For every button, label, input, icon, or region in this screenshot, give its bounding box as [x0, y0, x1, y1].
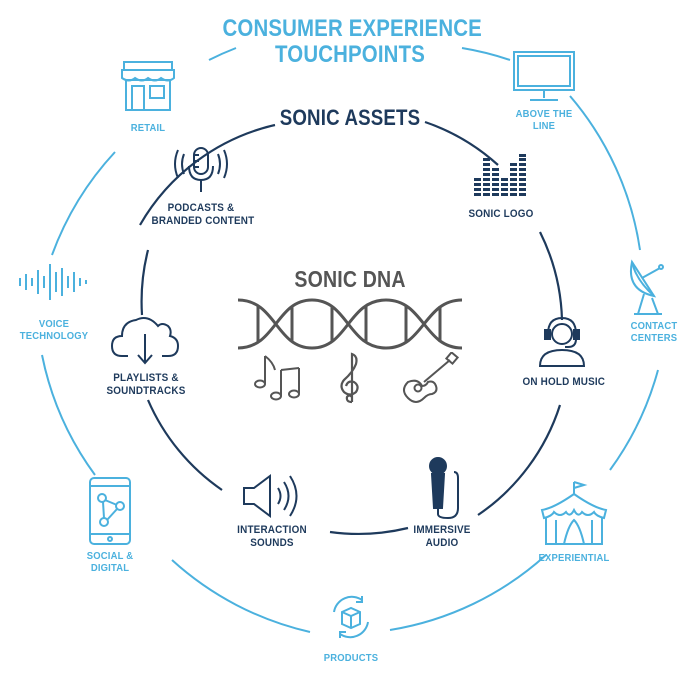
interaction-sounds-line-1: INTERACTION	[237, 524, 307, 536]
guitar-icon	[403, 352, 460, 403]
satellite-dish-icon	[630, 259, 664, 315]
podcasts-line-1: PODCASTS &	[167, 202, 235, 214]
immersive-audio-line-2: AUDIO	[425, 536, 459, 549]
inner-title: SONIC ASSETS	[279, 105, 421, 130]
outer-title-line-1: CONSUMER EXPERIENCE	[222, 15, 482, 42]
asset-interaction-sounds: INTERACTION SOUNDS	[227, 524, 317, 549]
touchpoint-contact-centers: CONTACT CENTERS	[616, 320, 692, 344]
playlists-line-2: SOUNDTRACKS	[106, 384, 186, 397]
above-the-line-line-1: ABOVE THE	[515, 108, 573, 120]
social-digital-line-2: DIGITAL	[90, 562, 130, 574]
cloud-download-icon	[110, 317, 180, 365]
touchpoint-social-digital: SOCIAL & DIGITAL	[72, 550, 148, 574]
equalizer-bars-icon	[474, 154, 526, 196]
monitor-icon	[513, 51, 575, 101]
sound-wave-icon	[19, 264, 87, 300]
touchpoint-voice-technology: VOICE TECHNOLOGY	[16, 318, 92, 342]
immersive-audio-line-1: IMMERSIVE	[413, 524, 471, 536]
asset-sonic-logo: SONIC LOGO	[468, 208, 534, 220]
smartphone-network-icon	[89, 477, 131, 545]
outer-title: CONSUMER EXPERIENCE TOUCHPOINTS	[222, 15, 482, 68]
touchpoint-experiential: EXPERIENTIAL	[538, 552, 610, 564]
asset-playlists: PLAYLISTS & SOUNDTRACKS	[101, 372, 191, 397]
voice-technology-line-2: TECHNOLOGY	[19, 330, 89, 342]
dna-helix-icon	[237, 298, 463, 350]
playlists-line-1: PLAYLISTS &	[113, 372, 179, 384]
outer-ring-arc	[208, 47, 237, 61]
podcasts-line-2: BRANDED CONTENT	[151, 214, 255, 227]
circus-tent-icon	[540, 481, 608, 545]
outer-title-line-2: TOUCHPOINTS	[275, 41, 425, 68]
touchpoint-products: PRODUCTS	[323, 652, 379, 664]
treble-clef-icon	[340, 352, 359, 404]
contact-centers-line-2: CENTERS	[630, 332, 678, 344]
social-digital-line-1: SOCIAL &	[86, 550, 134, 562]
above-the-line-line-2: LINE	[532, 120, 556, 132]
music-notes-icon	[254, 355, 300, 401]
touchpoint-retail: RETAIL	[130, 122, 166, 134]
handheld-mic-icon	[429, 457, 459, 520]
touchpoint-above-the-line: ABOVE THE LINE	[508, 108, 580, 132]
asset-on-hold-music: ON HOLD MUSIC	[522, 376, 606, 388]
microphone-icon	[174, 147, 228, 192]
headset-agent-icon	[538, 316, 586, 367]
contact-centers-line-1: CONTACT	[630, 320, 678, 332]
asset-immersive-audio: IMMERSIVE AUDIO	[397, 524, 487, 549]
storefront-icon	[121, 61, 175, 111]
asset-podcasts: PODCASTS & BRANDED CONTENT	[151, 202, 255, 227]
center-title: SONIC DNA	[294, 266, 406, 292]
speaker-icon	[243, 474, 298, 518]
interaction-sounds-line-2: SOUNDS	[250, 536, 294, 549]
voice-technology-line-1: VOICE	[38, 318, 70, 330]
product-box-icon	[333, 595, 369, 639]
